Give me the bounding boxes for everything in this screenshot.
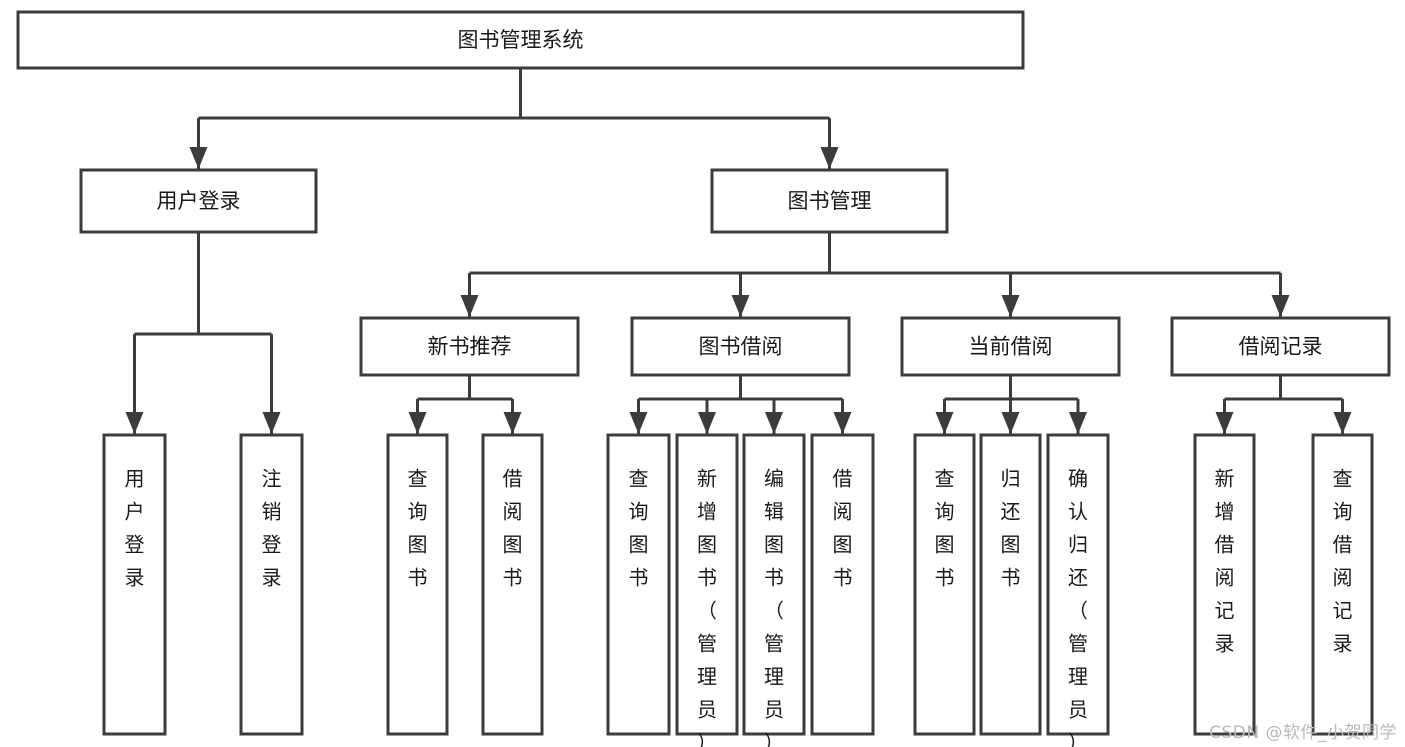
node-leaf-return-book-label: 归还图书 <box>1001 466 1021 589</box>
node-leaf-logout-login-label: 注销登录 <box>262 466 282 589</box>
node-leaf-borrow-book-recommend[interactable]: 借阅图书 <box>481 433 544 736</box>
node-leaf-add-borrow-record-label: 新增借阅记录 <box>1215 466 1235 655</box>
node-leaf-borrow-book-box <box>810 433 875 736</box>
node-leaf-query-book-current-label: 查询图书 <box>935 466 955 589</box>
arrow-head-icon <box>125 412 144 434</box>
node-leaf-logout-login[interactable]: 注销登录 <box>239 433 304 736</box>
node-current-borrow-box <box>900 316 1121 377</box>
arrow-head-icon <box>1333 412 1352 434</box>
node-root-system-label: 图书管理系统 <box>458 28 584 52</box>
node-leaf-add-book-admin[interactable]: 新增图书（管理员） <box>675 433 739 747</box>
node-borrow-record-box <box>1170 316 1391 377</box>
node-book-manage-box <box>710 168 949 234</box>
arrow-head-icon <box>1001 295 1020 317</box>
node-new-book-recommend-box <box>359 316 580 377</box>
node-leaf-edit-book-admin-box <box>742 433 806 736</box>
node-leaf-user-login-label: 用户登录 <box>125 466 145 589</box>
arrow-head-icon <box>731 295 750 317</box>
node-root-system[interactable]: 图书管理系统 <box>16 10 1025 70</box>
arrow-head-icon <box>189 147 208 169</box>
node-book-manage[interactable]: 图书管理 <box>710 168 949 234</box>
node-user-login[interactable]: 用户登录 <box>79 168 318 234</box>
connectors-layer <box>125 68 1352 434</box>
node-book-borrow[interactable]: 图书借阅 <box>630 316 851 377</box>
node-current-borrow[interactable]: 当前借阅 <box>900 316 1121 377</box>
node-leaf-borrow-book[interactable]: 借阅图书 <box>810 433 875 736</box>
node-leaf-borrow-book-recommend-box <box>481 433 544 736</box>
node-leaf-add-borrow-record-box <box>1193 433 1256 736</box>
node-book-manage-label: 图书管理 <box>788 189 872 213</box>
node-new-book-recommend-label: 新书推荐 <box>428 335 512 359</box>
node-leaf-query-borrow-record-box <box>1311 433 1374 736</box>
arrow-head-icon <box>503 412 522 434</box>
arrow-head-icon <box>765 412 783 434</box>
arrow-head-icon <box>935 412 954 434</box>
node-new-book-recommend[interactable]: 新书推荐 <box>359 316 580 377</box>
node-leaf-add-book-admin-label: 新增图书（管理员） <box>697 466 717 747</box>
nodes-layer: 图书管理系统用户登录图书管理新书推荐图书借阅当前借阅借阅记录用户登录注销登录查询… <box>16 10 1391 747</box>
node-leaf-query-borrow-record[interactable]: 查询借阅记录 <box>1311 433 1374 736</box>
arrow-head-icon <box>629 412 648 434</box>
node-leaf-logout-login-box <box>239 433 304 736</box>
node-leaf-add-borrow-record[interactable]: 新增借阅记录 <box>1193 433 1256 736</box>
node-leaf-query-book-borrow-label: 查询图书 <box>629 466 649 589</box>
node-leaf-confirm-return-admin-label: 确认归还（管理员） <box>1068 466 1088 747</box>
arrow-head-icon <box>1069 412 1087 434</box>
node-leaf-query-book-borrow-box <box>606 433 671 736</box>
node-leaf-confirm-return-admin[interactable]: 确认归还（管理员） <box>1046 433 1110 747</box>
node-leaf-borrow-book-recommend-label: 借阅图书 <box>503 466 523 589</box>
arrow-head-icon <box>1001 412 1020 434</box>
node-leaf-return-book[interactable]: 归还图书 <box>979 433 1042 736</box>
arrow-head-icon <box>833 412 852 434</box>
node-borrow-record-label: 借阅记录 <box>1239 335 1323 359</box>
node-root-system-box <box>16 10 1025 70</box>
node-leaf-query-book-recommend-box <box>386 433 449 736</box>
arrow-head-icon <box>460 295 479 317</box>
node-book-borrow-label: 图书借阅 <box>699 335 783 359</box>
node-user-login-box <box>79 168 318 234</box>
node-current-borrow-label: 当前借阅 <box>969 335 1053 359</box>
node-leaf-query-book-borrow[interactable]: 查询图书 <box>606 433 671 736</box>
node-user-login-label: 用户登录 <box>157 189 241 213</box>
node-book-borrow-box <box>630 316 851 377</box>
node-leaf-borrow-book-label: 借阅图书 <box>833 466 853 589</box>
node-leaf-user-login[interactable]: 用户登录 <box>102 433 167 736</box>
node-leaf-query-book-recommend-label: 查询图书 <box>408 466 428 589</box>
node-leaf-query-book-recommend[interactable]: 查询图书 <box>386 433 449 736</box>
arrow-head-icon <box>408 412 427 434</box>
node-borrow-record[interactable]: 借阅记录 <box>1170 316 1391 377</box>
node-leaf-edit-book-admin[interactable]: 编辑图书（管理员） <box>742 433 806 747</box>
arrow-head-icon <box>698 412 716 434</box>
arrow-head-icon <box>262 412 281 434</box>
arrow-head-icon <box>1215 412 1234 434</box>
node-leaf-edit-book-admin-label: 编辑图书（管理员） <box>764 466 784 747</box>
node-leaf-return-book-box <box>979 433 1042 736</box>
node-leaf-query-book-current-box <box>913 433 976 736</box>
node-leaf-query-book-current[interactable]: 查询图书 <box>913 433 976 736</box>
node-leaf-confirm-return-admin-box <box>1046 433 1110 736</box>
node-leaf-user-login-box <box>102 433 167 736</box>
arrow-head-icon <box>820 147 839 169</box>
node-leaf-query-borrow-record-label: 查询借阅记录 <box>1333 466 1353 655</box>
node-leaf-add-book-admin-box <box>675 433 739 736</box>
arrow-head-icon <box>1271 295 1290 317</box>
